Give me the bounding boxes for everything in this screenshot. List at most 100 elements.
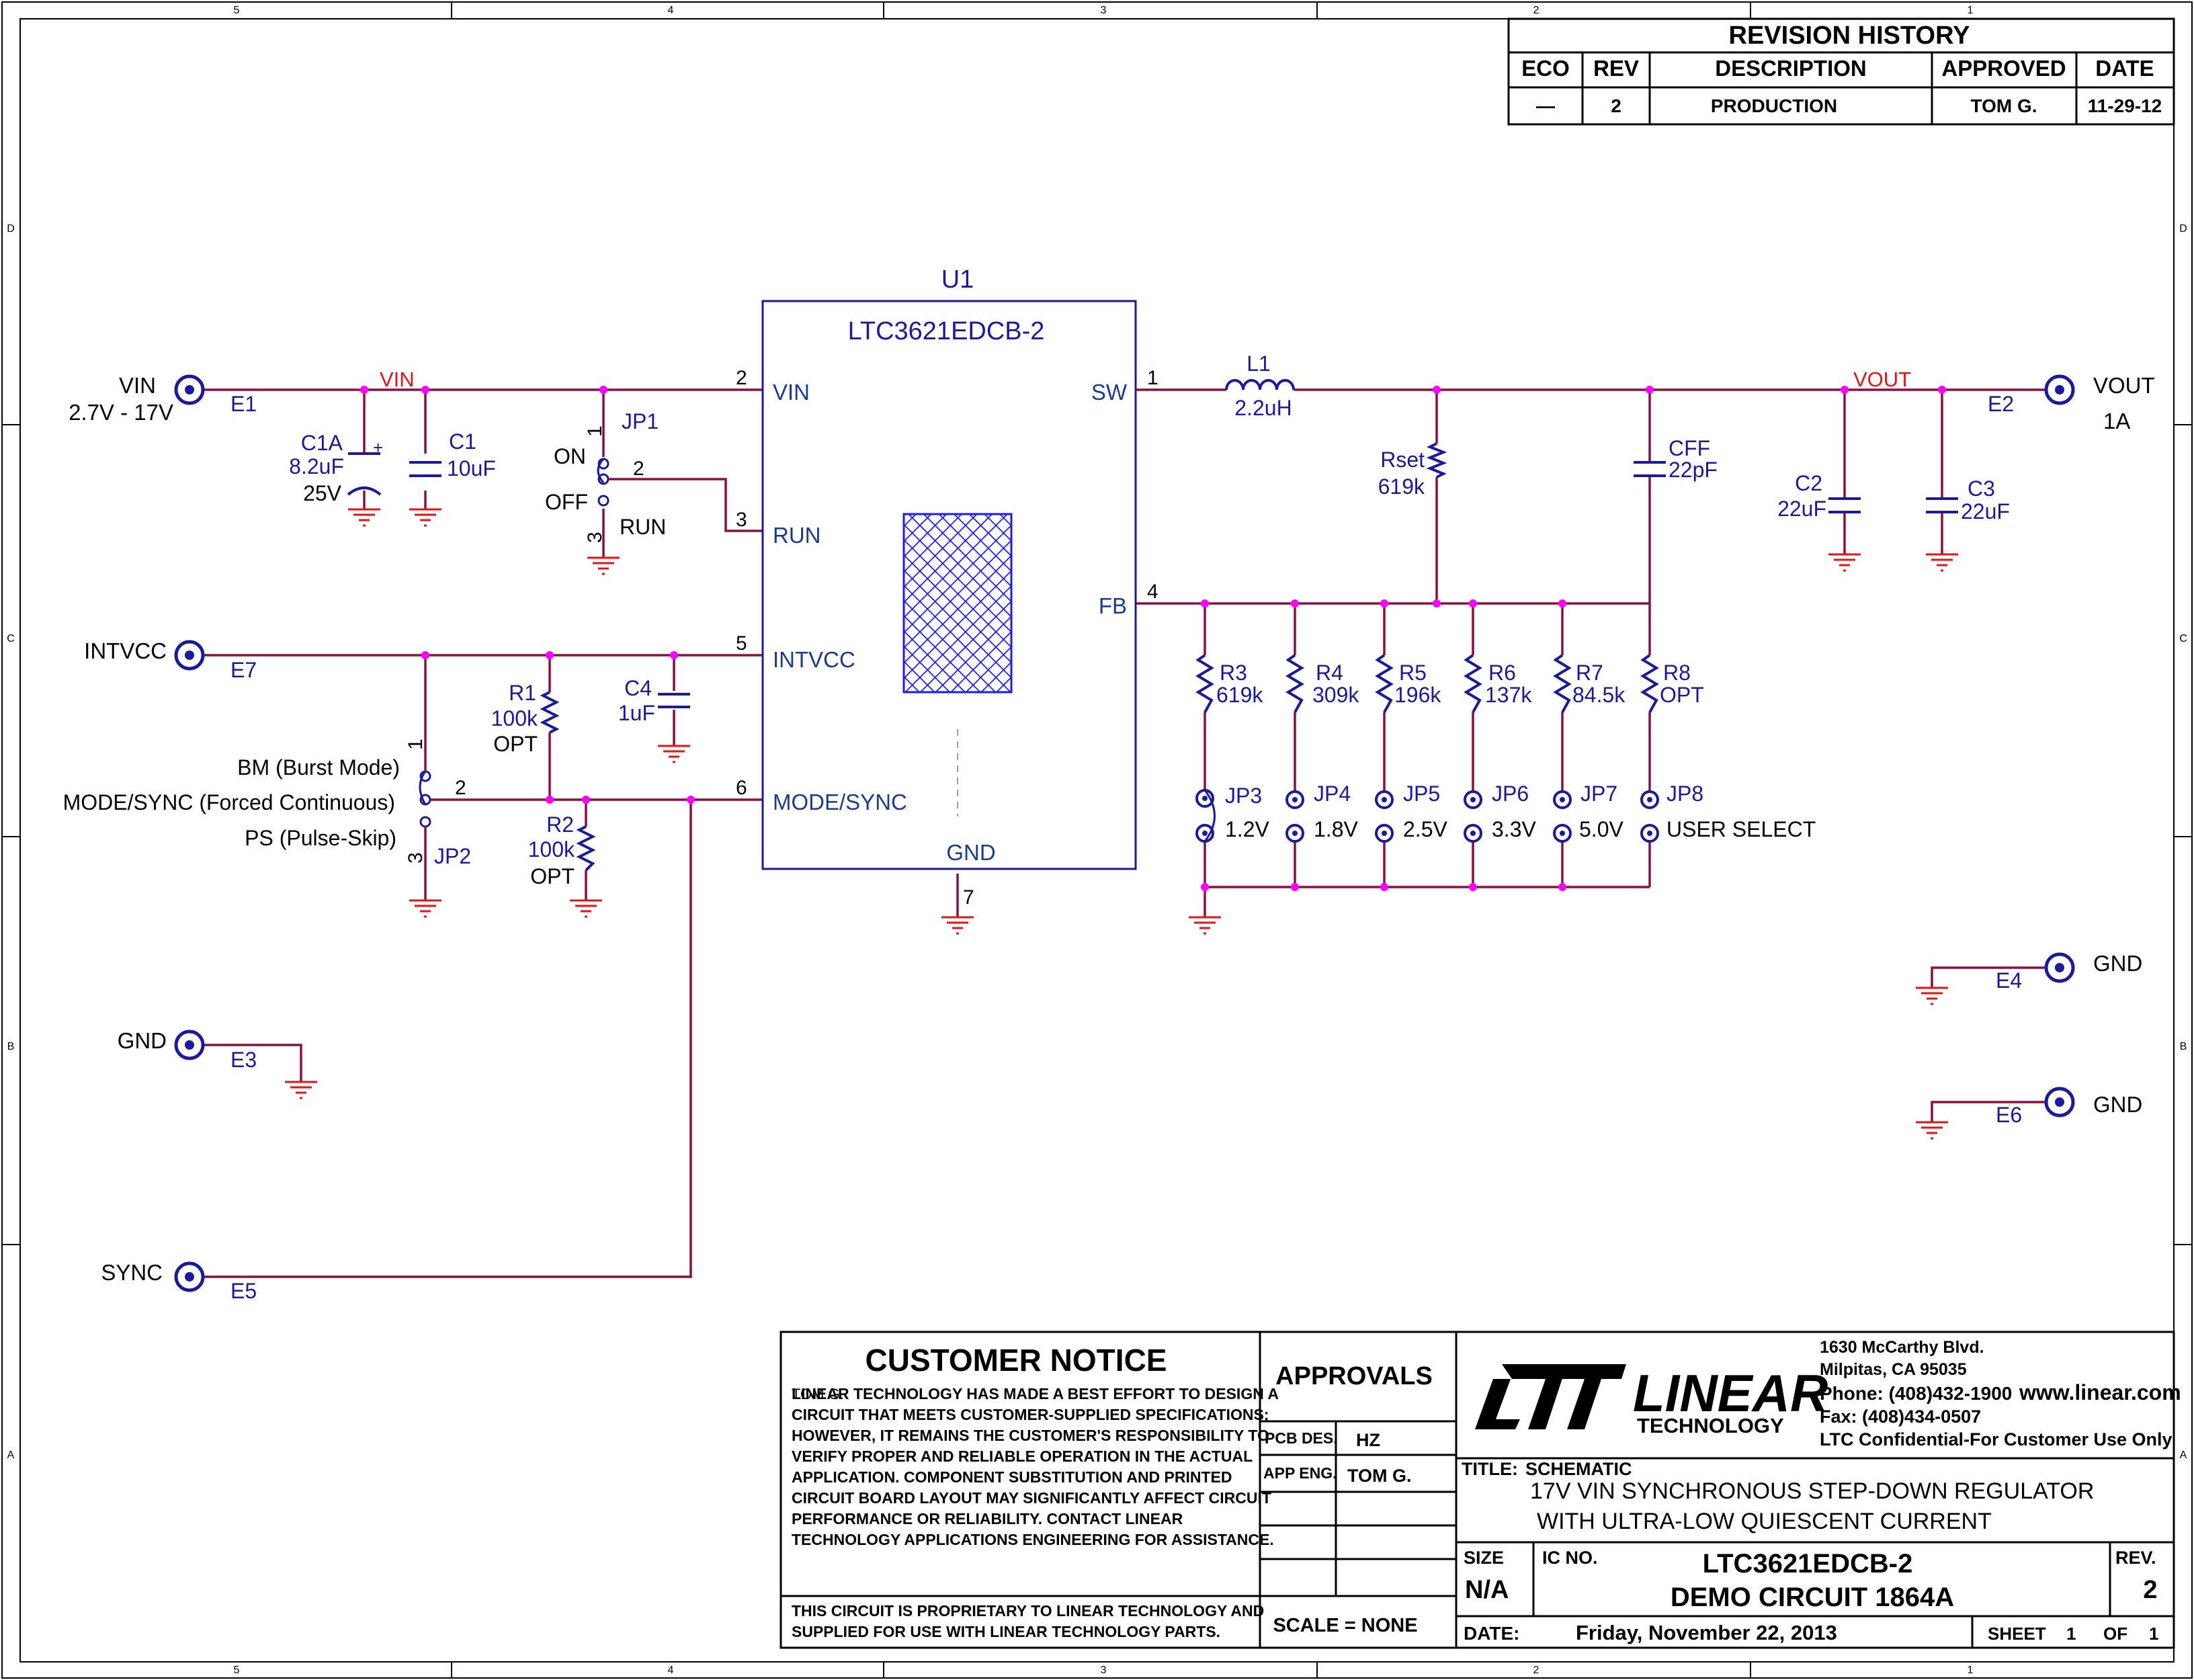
part-ref: R5 bbox=[1399, 661, 1427, 685]
title-line-2: WITH ULTRA-LOW QUIESCENT CURRENT bbox=[1537, 1509, 1992, 1534]
title-kind: SCHEMATIC bbox=[1525, 1459, 1632, 1479]
terminal-gnd-e3[interactable]: GND E3 bbox=[118, 1028, 257, 1072]
demo-circuit-number: DEMO CIRCUIT 1864A bbox=[1671, 1583, 1954, 1612]
frame-col-label: 5 bbox=[234, 5, 240, 16]
jp2-mode-label: MODE/SYNC (Forced Continuous) bbox=[63, 790, 395, 814]
part-value: 309k bbox=[1312, 683, 1359, 707]
rev-col-header: ECO bbox=[1521, 56, 1570, 81]
part-value: 619k bbox=[1216, 683, 1263, 707]
rev-cell: 11-29-12 bbox=[2088, 95, 2162, 116]
frame-row-label: B bbox=[2180, 1041, 2187, 1052]
company-name: LINEAR bbox=[1633, 1363, 1828, 1423]
vout-current-label: 1A bbox=[2103, 409, 2130, 433]
part-value: 84.5k bbox=[1572, 683, 1626, 707]
frame-col-label: 1 bbox=[1968, 5, 1974, 16]
company-address-line: 1630 McCarthy Blvd. bbox=[1820, 1338, 1984, 1357]
rev-cell: — bbox=[1536, 95, 1555, 116]
customer-notice-line: HOWEVER, IT REMAINS THE CUSTOMER'S RESPO… bbox=[792, 1427, 1269, 1444]
capacitor-c1a: + C1A 8.2uF 25V bbox=[289, 431, 383, 505]
customer-notice-overlay-text: TOM G. bbox=[792, 1386, 844, 1402]
jp1-off-label: OFF bbox=[545, 490, 588, 514]
terminal-intvcc-e7[interactable]: INTVCC E7 bbox=[84, 638, 257, 682]
part-ref: Rset bbox=[1380, 448, 1425, 472]
rev-col-header: REV bbox=[1593, 56, 1639, 81]
terminal-vin-e1[interactable]: VIN 2.7V - 17V E1 bbox=[69, 373, 257, 425]
terminal-sync-e5[interactable]: SYNC E5 bbox=[101, 1260, 257, 1303]
company-phone: Phone: (408)432-1900 bbox=[1820, 1383, 2012, 1404]
u1-pin-fb: FB bbox=[1099, 593, 1127, 618]
junction-dots bbox=[360, 386, 1946, 891]
jumper-pin-number: 1 bbox=[584, 425, 606, 437]
part-ref: JP1 bbox=[622, 409, 659, 433]
jumper-jp8-user-select[interactable]: JP8 USER SELECT bbox=[1640, 782, 1816, 843]
terminal-label: SYNC bbox=[101, 1260, 163, 1285]
part-value: 22uF bbox=[1961, 499, 2010, 523]
u1-pin-gnd: GND bbox=[946, 840, 995, 865]
terminal-gnd-e6[interactable]: GND E6 bbox=[1996, 1087, 2142, 1127]
ic-number-value: LTC3621EDCB-2 bbox=[1703, 1549, 1913, 1579]
customer-notice-line: VERIFY PROPER AND RELIABLE OPERATION IN … bbox=[792, 1447, 1253, 1465]
part-ref: L1 bbox=[1247, 351, 1271, 376]
company-address-line: Milpitas, CA 95035 bbox=[1820, 1360, 1967, 1379]
jp2-bm-label: BM (Burst Mode) bbox=[237, 755, 400, 780]
capacitor-cff: CFF 22pF bbox=[1634, 436, 1718, 482]
u1-pin-mode-sync: MODE/SYNC bbox=[773, 790, 907, 814]
pcb-designer-label: PCB DES. bbox=[1265, 1429, 1338, 1447]
inductor-l1: L1 2.2uH bbox=[1225, 351, 1295, 420]
frame-row-label: D bbox=[2179, 223, 2187, 235]
jumper-jp7-5v0[interactable]: JP7 5.0V bbox=[1553, 782, 1623, 843]
revision-history-table: REVISION HISTORY ECO REV DESCRIPTION APP… bbox=[1507, 17, 2175, 126]
frame-col-label: 4 bbox=[668, 1665, 674, 1676]
part-ref: JP5 bbox=[1403, 782, 1440, 806]
u1-pin-vin: VIN bbox=[773, 380, 810, 405]
jumper-jp1-run[interactable]: JP1 ON OFF 2 1 3 RUN bbox=[545, 409, 666, 543]
part-ref: JP6 bbox=[1492, 782, 1529, 806]
part-opt: OPT bbox=[530, 864, 575, 888]
company-website[interactable]: www.linear.com bbox=[2019, 1380, 2181, 1404]
jumper-jp3-1v2[interactable]: JP3 1.2V bbox=[1195, 784, 1269, 843]
jumper-pin-number: 2 bbox=[455, 777, 466, 799]
frame-row-label: C bbox=[7, 633, 15, 644]
rev-cell: TOM G. bbox=[1970, 95, 2037, 116]
part-ref: C1 bbox=[449, 429, 476, 454]
part-ref: JP3 bbox=[1225, 784, 1262, 808]
rev-col-header: DATE bbox=[2095, 56, 2154, 81]
jumper-jp2-mode[interactable]: BM (Burst Mode) MODE/SYNC (Forced Contin… bbox=[63, 739, 472, 868]
u1-pin-number: 1 bbox=[1147, 367, 1158, 389]
terminal-ref: E1 bbox=[230, 392, 257, 416]
part-ref: JP2 bbox=[434, 844, 471, 868]
frame-row-label: C bbox=[2179, 633, 2187, 644]
jumper-jp4-1v8[interactable]: JP4 1.8V bbox=[1285, 782, 1358, 843]
terminal-label: GND bbox=[2093, 1092, 2142, 1117]
date-label: DATE: bbox=[1464, 1623, 1519, 1644]
part-value: 100k bbox=[528, 837, 575, 862]
resistor-r3: R3 619k bbox=[1195, 654, 1263, 713]
capacitor-c2: C2 22uF bbox=[1777, 471, 1861, 521]
jumper-jp5-2v5[interactable]: JP5 2.5V bbox=[1375, 782, 1447, 843]
part-value: 10uF bbox=[447, 456, 496, 480]
proprietary-line: SUPPLIED FOR USE WITH LINEAR TECHNOLOGY … bbox=[792, 1623, 1220, 1640]
approvals-title: APPROVALS bbox=[1275, 1362, 1433, 1390]
proprietary-line: THIS CIRCUIT IS PROPRIETARY TO LINEAR TE… bbox=[792, 1602, 1264, 1620]
resistor-r8: R8 OPT bbox=[1640, 654, 1704, 713]
jp1-on-label: ON bbox=[554, 444, 586, 468]
part-value: 8.2uF bbox=[289, 454, 344, 478]
terminal-gnd-e4[interactable]: GND E4 bbox=[1996, 951, 2142, 993]
ic-number-label: IC NO. bbox=[1542, 1548, 1598, 1568]
terminal-label: VOUT bbox=[2093, 373, 2155, 398]
terminal-vout-e2[interactable]: VOUT 1A E2 bbox=[1988, 373, 2155, 433]
resistor-rset: Rset 619k bbox=[1378, 442, 1447, 499]
customer-notice-title: CUSTOMER NOTICE bbox=[866, 1343, 1167, 1378]
part-ref: R3 bbox=[1220, 661, 1247, 685]
u1-pin-run: RUN bbox=[773, 523, 821, 548]
title-line-1: 17V VIN SYNCHRONOUS STEP-DOWN REGULATOR bbox=[1530, 1478, 2094, 1504]
frame-col-label: 3 bbox=[1101, 1665, 1107, 1676]
company-fax: Fax: (408)434-0507 bbox=[1820, 1406, 1981, 1427]
rev-col-header: APPROVED bbox=[1941, 56, 2066, 81]
jumper-jp6-3v3[interactable]: JP6 3.3V bbox=[1464, 782, 1536, 843]
part-ref: C1A bbox=[301, 431, 343, 455]
u1-pin-intvcc: INTVCC bbox=[773, 647, 855, 672]
jumper-pin-number: 1 bbox=[405, 739, 427, 750]
resistor-r6: R6 137k bbox=[1464, 654, 1532, 713]
